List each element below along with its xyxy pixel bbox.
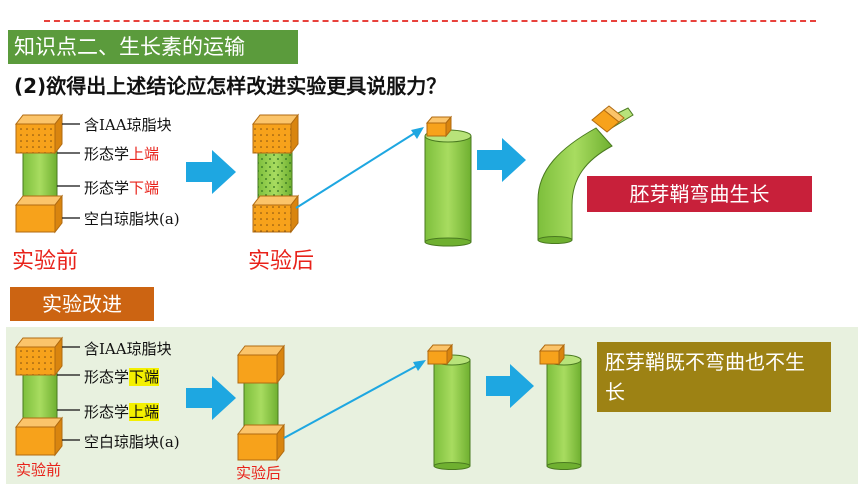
- top-transfer-arrow: [295, 127, 424, 209]
- bottom-label-morph-lower: 形态学下端: [84, 366, 160, 387]
- top-after-label: 实验后: [248, 249, 315, 274]
- top-coleoptile-cylinder: [424, 129, 472, 247]
- bottom-label-morph-upper-prefix: 形态学: [84, 403, 130, 421]
- bottom-label-leaders: [57, 346, 80, 441]
- bottom-label-morph-upper: 形态学上端: [84, 401, 160, 422]
- top-result-box: 胚芽鞘弯曲生长: [587, 176, 812, 212]
- bottom-label-morph-upper-suffix: 上端: [129, 403, 160, 421]
- bottom-label-blank-block: 空白琼脂块(a): [84, 433, 180, 451]
- top-before-blank-block: [14, 194, 64, 234]
- bottom-before-iaa-block: [14, 336, 64, 377]
- bottom-label-morph-lower-suffix: 下端: [129, 368, 160, 386]
- bottom-arrow-2: [486, 364, 534, 408]
- top-label-morph-lower-prefix: 形态学: [84, 179, 130, 197]
- top-label-iaa-block: 含IAA琼脂块: [84, 116, 172, 134]
- bottom-label-morph-lower-prefix: 形态学: [84, 368, 130, 386]
- top-label-blank-block: 空白琼脂块(a): [84, 210, 180, 228]
- bottom-cylinder-2-block: [538, 343, 566, 366]
- bottom-cylinder-1-block: [426, 343, 454, 366]
- bottom-label-iaa-block: 含IAA琼脂块: [84, 340, 172, 358]
- bottom-after-top-block: [236, 344, 286, 385]
- top-before-label: 实验前: [12, 249, 79, 274]
- dashed-divider: [44, 20, 816, 22]
- top-label-morph-upper-prefix: 形态学: [84, 145, 130, 163]
- top-after-top-block: [251, 113, 300, 155]
- bottom-before-blank-block: [14, 416, 64, 457]
- bottom-coleoptile-cylinder-1: [433, 354, 471, 470]
- bottom-after-bottom-block: [236, 423, 286, 462]
- bottom-arrow-1: [186, 376, 236, 420]
- top-label-morph-lower: 形态学下端: [84, 177, 159, 198]
- top-arrow-1: [186, 150, 236, 194]
- improve-title: 实验改进: [10, 287, 154, 321]
- top-before-iaa-block: [14, 113, 64, 155]
- curved-tip-block: [591, 105, 625, 133]
- top-label-leaders: [57, 123, 80, 219]
- top-label-morph-upper-suffix: 上端: [129, 145, 160, 163]
- top-cylinder-block: [425, 115, 453, 138]
- bottom-result-box: 胚芽鞘既不弯曲也不生长: [597, 342, 831, 412]
- bottom-transfer-arrow: [283, 360, 426, 439]
- bottom-after-label: 实验后: [236, 464, 282, 482]
- top-label-morph-upper: 形态学上端: [84, 143, 159, 164]
- section-title: 知识点二、生长素的运输: [8, 30, 298, 64]
- top-after-bottom-block: [251, 194, 300, 234]
- question-text: (2)欲得出上述结论应怎样改进实验更具说服力？: [14, 74, 447, 98]
- bottom-coleoptile-cylinder-2: [546, 354, 582, 470]
- top-arrow-2: [477, 138, 526, 182]
- top-label-morph-lower-suffix: 下端: [129, 179, 160, 197]
- bottom-before-label: 实验前: [16, 461, 62, 479]
